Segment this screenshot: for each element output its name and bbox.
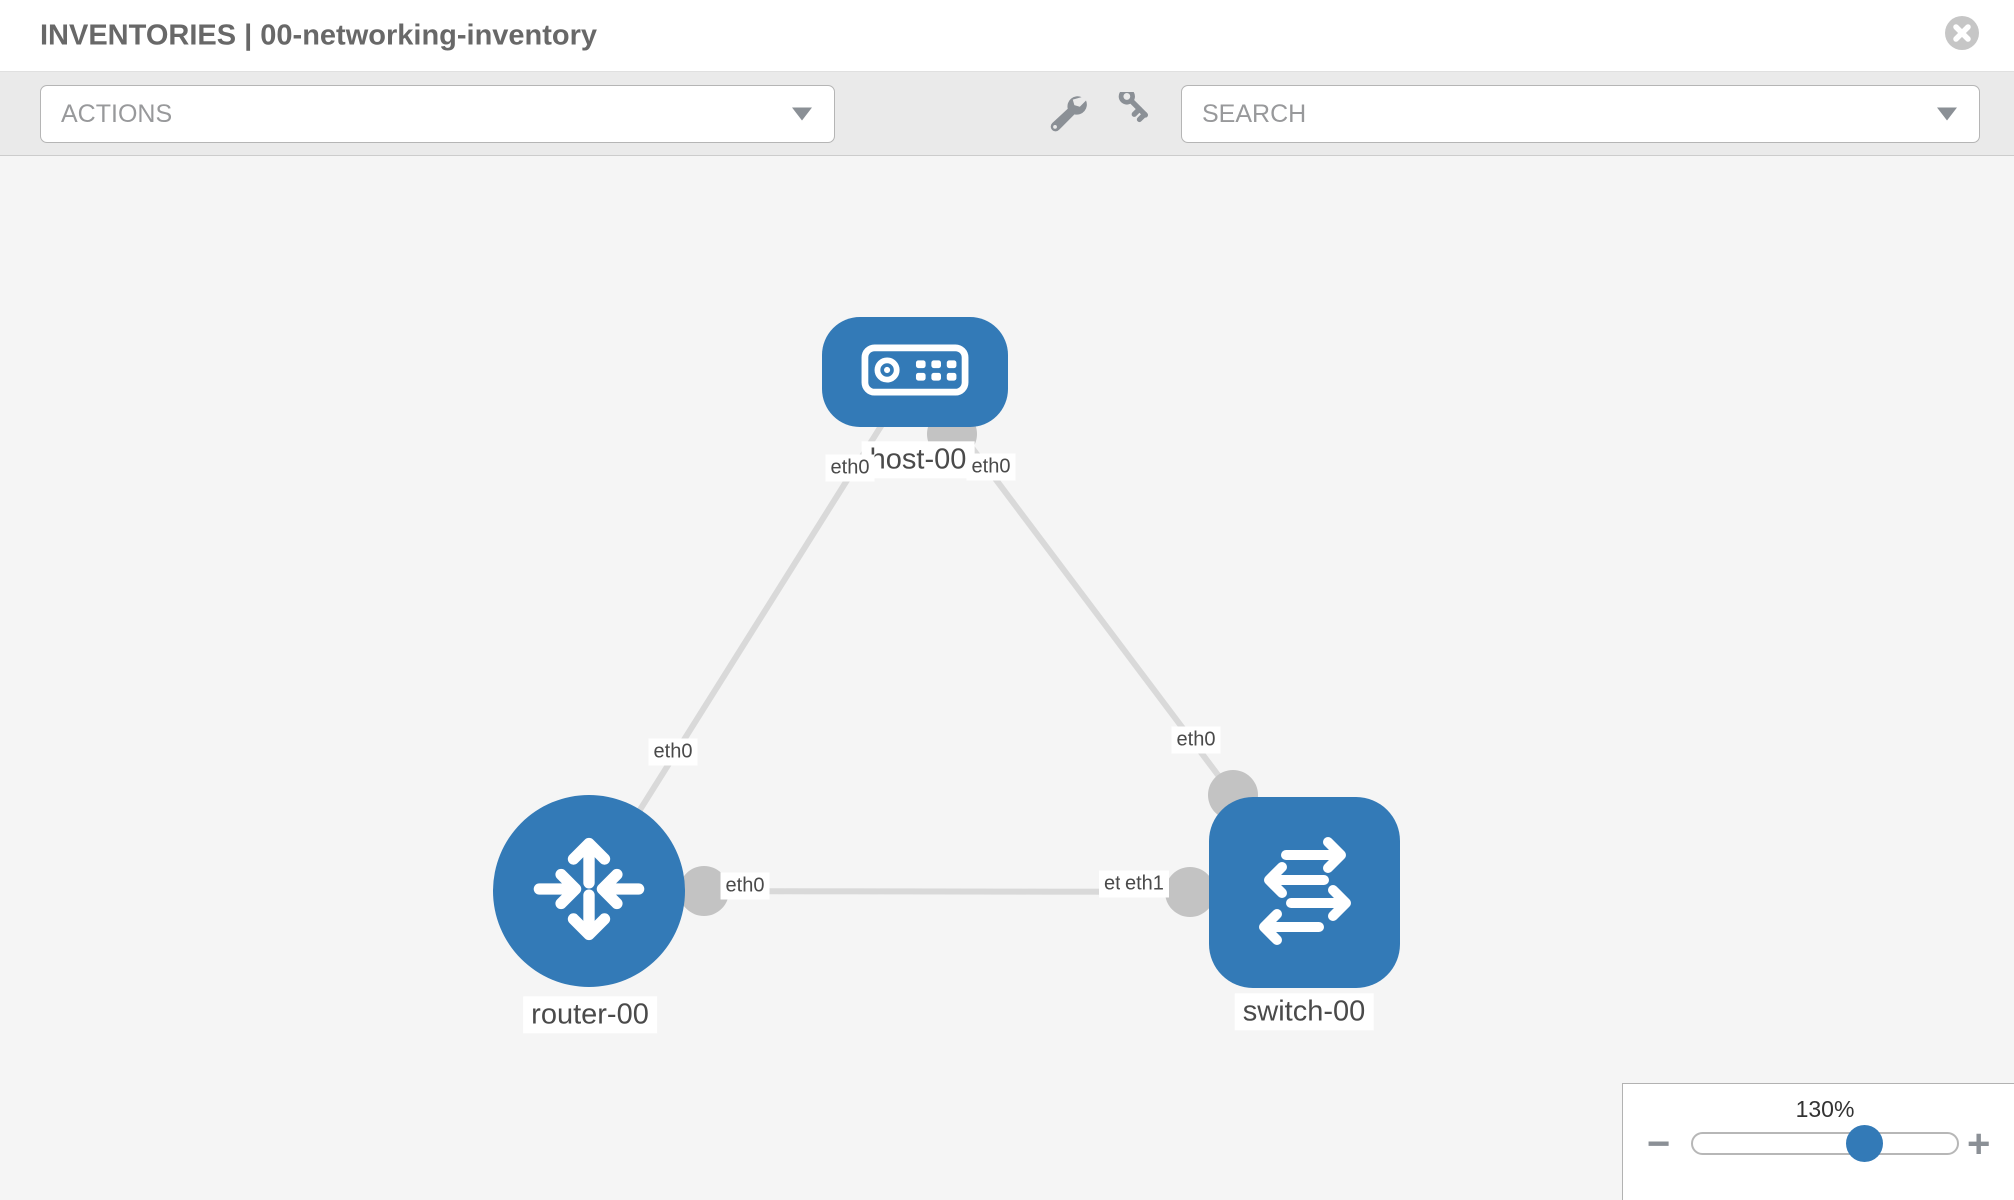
switch-icon — [1245, 830, 1365, 955]
topology-canvas[interactable]: host-00 router-00 switch-00 eth0 eth0 et… — [0, 156, 2014, 1200]
node-label-host: host-00 — [861, 441, 975, 479]
node-host-00[interactable] — [822, 317, 1008, 427]
search-dropdown-label: SEARCH — [1202, 99, 1307, 128]
chevron-down-icon — [792, 107, 812, 121]
zoom-slider[interactable] — [1691, 1132, 1959, 1155]
close-button[interactable] — [1944, 15, 1980, 51]
interface-label-host-eth0-to-switch: eth0 — [966, 453, 1016, 481]
links-layer — [586, 370, 1305, 917]
port-router-right — [679, 866, 729, 916]
interface-label-switch-eth1-to-router: eth1 — [1120, 870, 1169, 898]
interface-label-router-eth0-to-switch: eth0 — [720, 872, 770, 900]
toolbar: ACTIONS SEARCH — [0, 72, 2014, 156]
node-router-00[interactable] — [493, 795, 685, 987]
zoom-in-button[interactable]: + — [1967, 1122, 1991, 1166]
chevron-down-icon — [1937, 107, 1957, 121]
panel-header: INVENTORIES | 00-networking-inventory — [0, 0, 2014, 72]
host-icon — [861, 343, 969, 401]
interface-label-switch-eth0-to-host: eth0 — [1171, 726, 1221, 754]
zoom-slider-thumb[interactable] — [1846, 1125, 1883, 1162]
node-label-switch: switch-00 — [1234, 993, 1374, 1031]
wrench-icon — [1046, 95, 1088, 137]
interface-label-host-eth0-to-router: eth0 — [825, 454, 875, 482]
node-label-router: router-00 — [523, 996, 657, 1034]
router-icon — [527, 827, 651, 956]
zoom-out-button[interactable]: − — [1647, 1122, 1671, 1166]
key-icon — [1114, 87, 1156, 137]
zoom-level: 130% — [1795, 1096, 1855, 1122]
configure-button[interactable] — [1044, 91, 1090, 137]
interface-label-router-eth0-to-host: eth0 — [648, 738, 698, 766]
page-title: INVENTORIES | 00-networking-inventory — [40, 19, 598, 51]
actions-dropdown[interactable]: ACTIONS — [40, 85, 835, 143]
node-switch-00[interactable] — [1209, 797, 1400, 988]
actions-dropdown-label: ACTIONS — [61, 99, 173, 128]
port-switch-left — [1165, 867, 1215, 917]
key-button[interactable] — [1112, 87, 1158, 137]
zoom-panel: 130% − + — [1622, 1083, 2014, 1200]
close-icon — [1944, 16, 1980, 54]
search-dropdown[interactable]: SEARCH — [1181, 85, 1980, 143]
